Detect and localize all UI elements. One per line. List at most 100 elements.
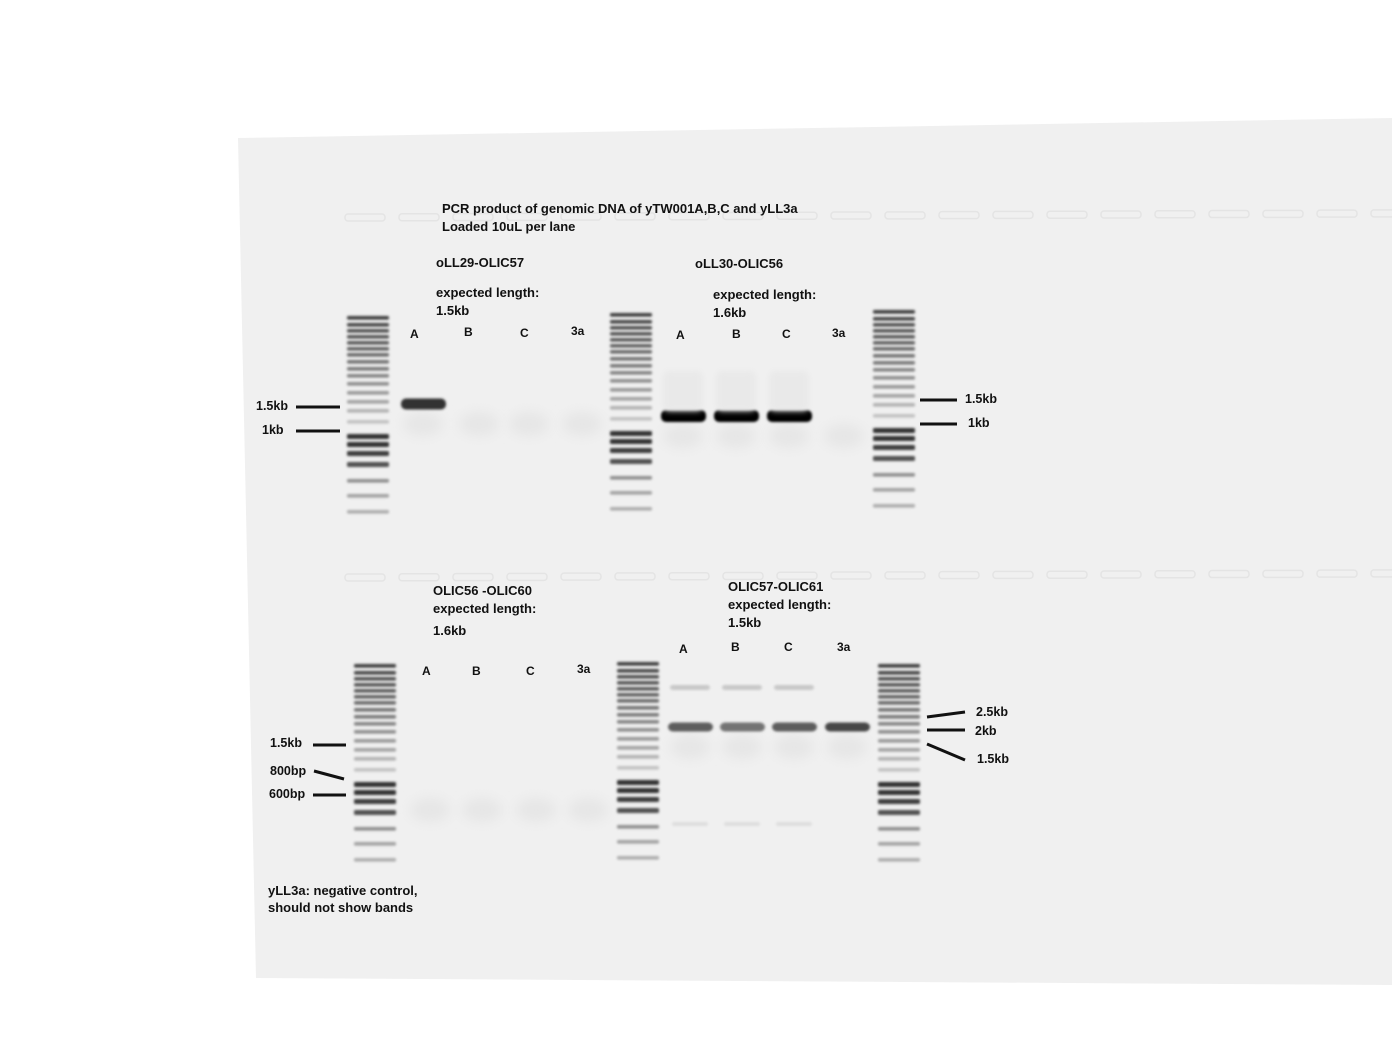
lane-glow — [716, 424, 756, 448]
well — [938, 210, 980, 220]
sample-band — [401, 398, 446, 410]
lane-label: B — [731, 640, 740, 654]
ladder-band — [347, 347, 389, 351]
primers-label: oLL30-OLIC56 — [695, 256, 784, 271]
lane-glow — [827, 735, 867, 759]
ladder-band — [617, 706, 659, 710]
ladder-band — [354, 782, 396, 787]
ladder-band — [873, 341, 915, 345]
ladder-band — [617, 687, 659, 691]
ladder-band — [873, 436, 915, 441]
ladder-band — [610, 332, 652, 336]
ladder-band — [610, 397, 652, 401]
well — [560, 212, 602, 221]
ladder-band — [347, 335, 389, 339]
ladder-band — [354, 768, 396, 772]
ladder-band — [873, 368, 915, 372]
well — [344, 213, 386, 222]
ladder-band — [873, 317, 915, 321]
lane-glow — [403, 412, 443, 436]
ladder-band — [354, 748, 396, 752]
marker-pointers — [296, 398, 966, 797]
well — [1262, 569, 1304, 579]
ladder-band — [878, 782, 920, 787]
ladder-band — [354, 739, 396, 743]
ladder-band — [610, 417, 652, 421]
ladder-band — [610, 448, 652, 453]
ladder-band — [878, 757, 920, 761]
well — [1100, 570, 1142, 579]
ladder-band — [347, 462, 389, 467]
ladder-band — [617, 720, 659, 724]
expected-length-value: 1.5kb — [728, 615, 762, 630]
ladder-band — [617, 856, 659, 860]
well — [398, 213, 440, 222]
ladder-band — [873, 310, 915, 314]
ladder-band — [873, 504, 915, 508]
ladder-band — [878, 842, 920, 846]
ladder-band — [354, 799, 396, 804]
well — [1370, 569, 1392, 578]
well — [668, 211, 710, 221]
ladder-band — [354, 683, 396, 687]
well — [992, 210, 1034, 220]
ladder-band — [347, 382, 389, 386]
ladder-band — [610, 313, 652, 317]
marker-label: 2kb — [975, 724, 997, 738]
expected-length-label: expected length: — [728, 597, 832, 612]
sample-band — [668, 722, 713, 732]
ladder-band — [610, 459, 652, 464]
lane-label: C — [784, 640, 793, 654]
well — [776, 211, 818, 221]
lane-glow — [769, 424, 809, 448]
well — [1046, 210, 1088, 219]
ladder-band — [354, 715, 396, 719]
ladder-band — [873, 385, 915, 389]
ladder-band — [873, 428, 915, 433]
sample-band — [720, 722, 765, 732]
well — [1262, 209, 1304, 219]
ladder-band — [347, 434, 389, 439]
expected-length-value: 1.6kb — [713, 305, 747, 320]
well — [1316, 209, 1358, 218]
ladder-band — [617, 681, 659, 685]
ladder-band — [354, 827, 396, 831]
well — [506, 212, 548, 222]
ladder-band — [617, 808, 659, 813]
ladder-band — [347, 353, 389, 357]
ladder-band — [878, 748, 920, 752]
ladder-band — [610, 379, 652, 383]
ladder-band — [878, 827, 920, 831]
ladder-band — [354, 689, 396, 693]
pointer-line — [926, 742, 966, 762]
ladder-band — [610, 326, 652, 330]
ladder-band — [354, 858, 396, 862]
faint-band — [670, 685, 710, 690]
ladder-band — [610, 476, 652, 480]
lane-glow — [663, 424, 703, 448]
well — [452, 572, 494, 582]
well — [938, 570, 980, 580]
ladder-band — [354, 842, 396, 846]
ladder-band — [873, 376, 915, 380]
well — [344, 573, 386, 582]
expected-length-label: expected length: — [433, 601, 537, 616]
well — [452, 212, 494, 222]
lane-label: B — [472, 664, 481, 678]
ladder-band — [873, 473, 915, 477]
ladder-band — [610, 439, 652, 444]
ladder-band — [878, 664, 920, 668]
expected-length-value: 1.5kb — [436, 303, 470, 318]
ladder-band — [610, 406, 652, 410]
ladder-band — [873, 335, 915, 339]
lane-glow — [516, 798, 556, 822]
ladder-band — [347, 360, 389, 364]
marker-label: 2.5kb — [976, 705, 1008, 719]
header-line-2: Loaded 10uL per lane — [442, 219, 576, 234]
marker-label: 600bp — [269, 787, 306, 801]
well — [1154, 570, 1196, 579]
ladder-band — [878, 695, 920, 699]
ladder-band — [873, 329, 915, 333]
lane-label: C — [782, 327, 791, 341]
lane-label: A — [410, 327, 419, 341]
